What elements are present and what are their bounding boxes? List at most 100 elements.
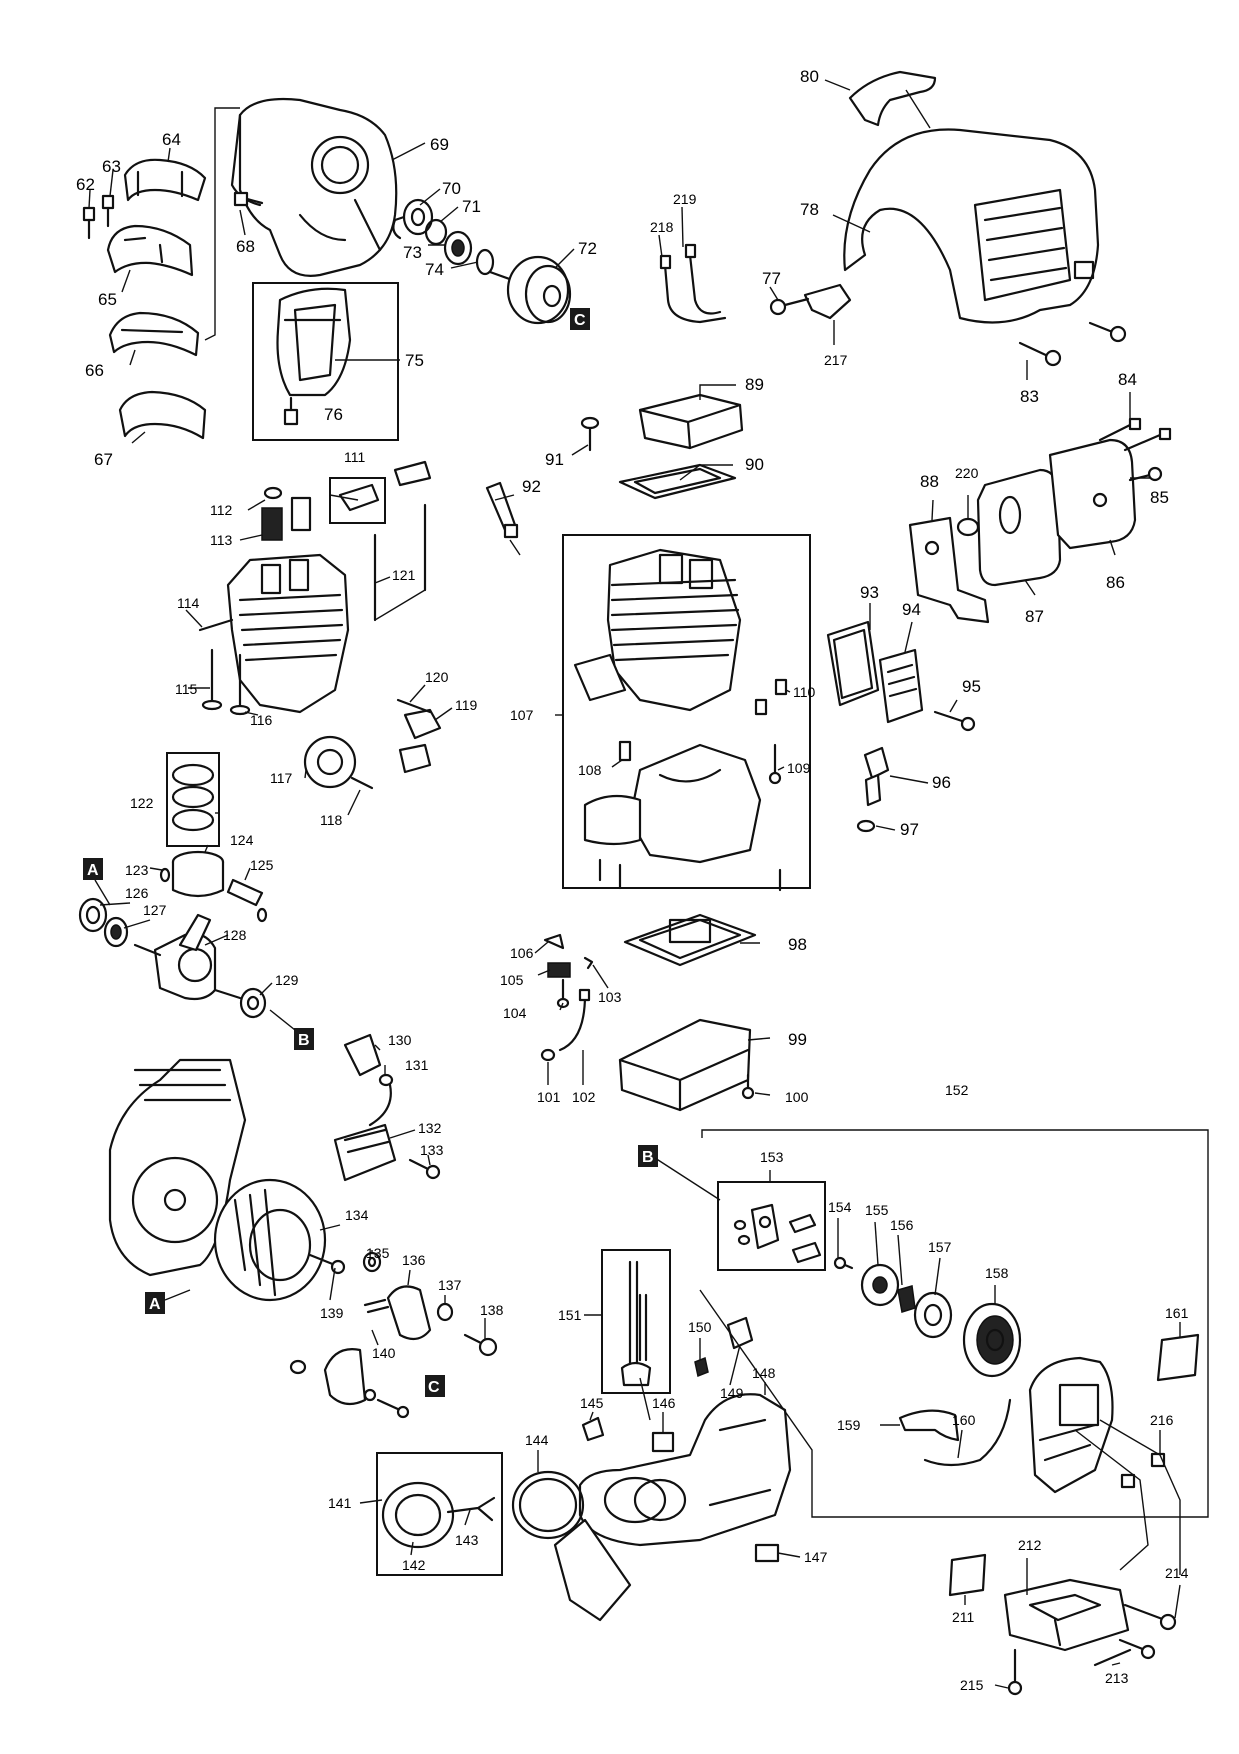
label-119: 119 <box>455 697 478 713</box>
piston-124 <box>171 850 225 898</box>
bolt-138 <box>463 1333 498 1357</box>
clip-106 <box>543 933 565 950</box>
box-111 <box>329 477 386 524</box>
label-86: 86 <box>1106 573 1125 592</box>
guard-212 <box>1003 1578 1130 1652</box>
label-69: 69 <box>430 135 449 154</box>
ignition-coil-132 <box>333 1083 397 1182</box>
label-104: 104 <box>503 1005 527 1021</box>
label-117: 117 <box>270 770 293 786</box>
screw-77 <box>769 297 810 316</box>
bolt-109 <box>768 743 782 785</box>
label-129: 129 <box>275 972 299 988</box>
cylinder-head-group <box>198 460 442 790</box>
clutch-136 <box>386 1285 432 1341</box>
pin-125 <box>226 878 264 907</box>
screw-104 <box>556 978 570 1009</box>
label-92: 92 <box>522 477 541 496</box>
guard-group <box>948 1419 1181 1696</box>
label-109: 109 <box>787 760 811 776</box>
label-213: 213 <box>1105 1670 1129 1686</box>
clamp-67 <box>118 390 207 440</box>
label-118: 118 <box>320 812 343 828</box>
svg-text:A: A <box>149 1296 161 1313</box>
tube-102 <box>558 988 591 1052</box>
label-70: 70 <box>442 179 461 198</box>
screw-76 <box>283 396 299 426</box>
bolt-84 <box>1098 417 1142 442</box>
label-149: 149 <box>720 1385 744 1401</box>
label-100: 100 <box>785 1089 809 1105</box>
label-75: 75 <box>405 351 424 370</box>
label-95: 95 <box>962 677 981 696</box>
pin-114 <box>198 618 234 632</box>
label-157: 157 <box>928 1239 952 1255</box>
reel-157 <box>913 1291 953 1339</box>
pin-118 <box>350 776 374 790</box>
pin-213 <box>1093 1648 1132 1667</box>
label-116: 116 <box>250 712 273 728</box>
box-141 <box>376 1452 503 1576</box>
ignition-group <box>333 1033 441 1182</box>
fuel-tank-group <box>511 1249 792 1622</box>
label-101: 101 <box>537 1089 561 1105</box>
bolt-83 <box>1018 341 1062 367</box>
label-89: 89 <box>745 375 764 394</box>
bolt-62 <box>82 206 96 240</box>
box-107 <box>562 534 811 889</box>
screw-154 <box>833 1256 854 1270</box>
label-99: 99 <box>788 1030 807 1049</box>
label-85: 85 <box>1150 488 1169 507</box>
bolt-214 <box>1123 1603 1177 1631</box>
label-106: 106 <box>510 945 534 961</box>
label-72: 72 <box>578 239 597 258</box>
box-151 <box>601 1249 671 1394</box>
bearing-73 <box>443 230 473 266</box>
decal-211 <box>948 1553 987 1597</box>
ref-marker-B-left: B <box>294 1028 314 1050</box>
label-131: 131 <box>405 1057 429 1073</box>
label-219: 219 <box>673 191 697 207</box>
cylinder-head <box>226 553 350 714</box>
label-87: 87 <box>1025 607 1044 626</box>
bearing-127 <box>103 916 129 948</box>
label-152: 152 <box>945 1082 969 1098</box>
spring-156 <box>897 1285 916 1313</box>
recoil-starter-group <box>699 1129 1209 1518</box>
svg-text:C: C <box>428 1379 440 1396</box>
part-labels: 62 63 64 65 66 67 68 69 70 71 72 73 74 7… <box>76 67 1189 1693</box>
bolt-133 <box>408 1158 441 1180</box>
strap-143 <box>446 1496 496 1522</box>
washer-97 <box>856 819 876 833</box>
ratchet-153 <box>733 1203 822 1264</box>
ring-122c <box>171 808 215 832</box>
label-220: 220 <box>955 465 979 481</box>
ref-marker-C-bottom: C <box>425 1375 445 1397</box>
label-112: 112 <box>210 502 233 518</box>
grommet-145 <box>581 1416 605 1442</box>
insulator-94 <box>878 648 924 724</box>
label-146: 146 <box>652 1395 676 1411</box>
label-143: 143 <box>455 1532 479 1548</box>
cylinder-assy-group <box>485 393 976 892</box>
clip-125b <box>256 907 268 923</box>
label-155: 155 <box>865 1202 889 1218</box>
label-110: 110 <box>793 684 816 700</box>
shaft-120 <box>396 698 432 714</box>
fuel-pipe-151 <box>620 1260 652 1387</box>
ring-122b <box>171 785 215 809</box>
seal-126 <box>78 897 108 933</box>
gear-117 <box>303 735 357 789</box>
label-217: 217 <box>824 352 848 368</box>
spring-150 <box>694 1356 709 1378</box>
clamp-65 <box>106 224 194 277</box>
screw-91 <box>580 416 600 452</box>
label-78: 78 <box>800 200 819 219</box>
spring-131 <box>378 1073 394 1087</box>
decal-161 <box>1156 1333 1200 1382</box>
label-214: 214 <box>1165 1565 1189 1581</box>
muffler-cover-86 <box>1048 438 1137 550</box>
label-136: 136 <box>402 1252 426 1268</box>
bolt-84b <box>1123 427 1172 452</box>
label-151: 151 <box>558 1307 582 1323</box>
